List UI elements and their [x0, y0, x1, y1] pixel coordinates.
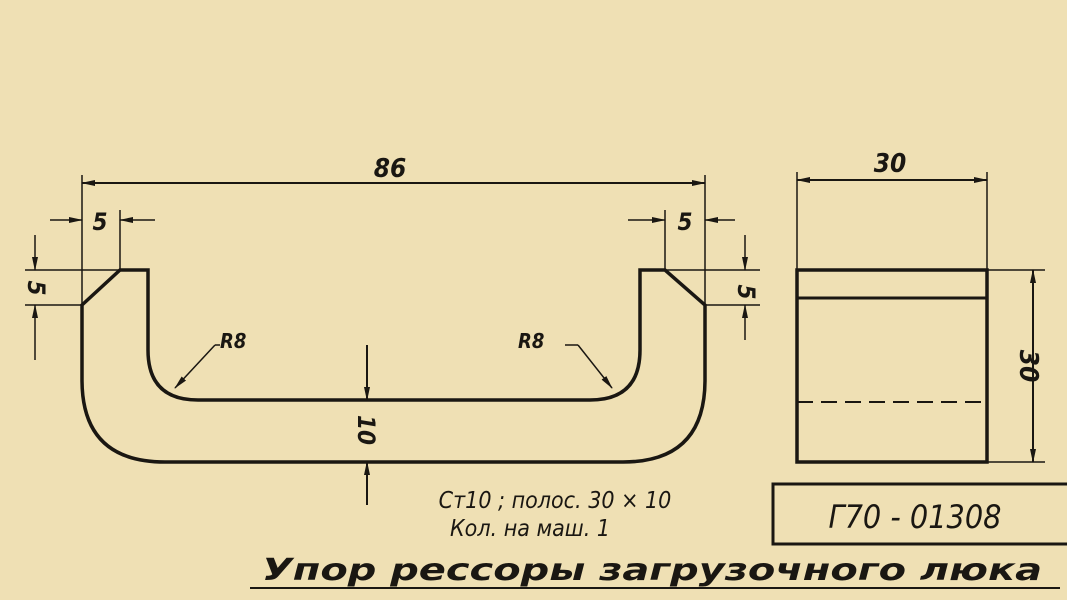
- part-number-box: Г70 - 01308: [771, 482, 1067, 546]
- quantity-note: Кол. на маш. 1: [450, 516, 610, 542]
- part-outline-front: [80, 268, 707, 464]
- svg-text:5: 5: [732, 284, 760, 299]
- svg-text:10: 10: [352, 415, 380, 445]
- drawing-title: Упор рессоры загрузочного люка: [262, 553, 1042, 588]
- radius-left: R8: [174, 329, 246, 389]
- dimension-left-height: 5: [22, 235, 120, 360]
- radius-right: R8: [518, 329, 613, 389]
- dimension-right-height: 5: [665, 235, 760, 340]
- material-note: Ст10 ; полос. 30 × 10: [439, 488, 672, 514]
- dimension-left-flange: 5: [50, 208, 155, 270]
- svg-text:30: 30: [1013, 350, 1043, 383]
- dimension-side-width: 30: [796, 149, 988, 270]
- dimension-overall-length: 86: [81, 154, 706, 305]
- dimension-side-height: 30: [987, 269, 1045, 463]
- svg-text:Г70 - 01308: Г70 - 01308: [829, 498, 1002, 536]
- svg-text:5: 5: [22, 280, 50, 295]
- svg-text:30: 30: [874, 149, 907, 179]
- svg-text:5: 5: [677, 208, 692, 236]
- dimension-right-flange: 5: [628, 208, 735, 270]
- svg-text:5: 5: [92, 208, 107, 236]
- svg-text:86: 86: [374, 154, 407, 184]
- svg-text:R8: R8: [518, 329, 544, 353]
- dimension-thickness: 10: [352, 345, 380, 505]
- svg-text:R8: R8: [220, 329, 246, 353]
- side-view: [795, 268, 989, 464]
